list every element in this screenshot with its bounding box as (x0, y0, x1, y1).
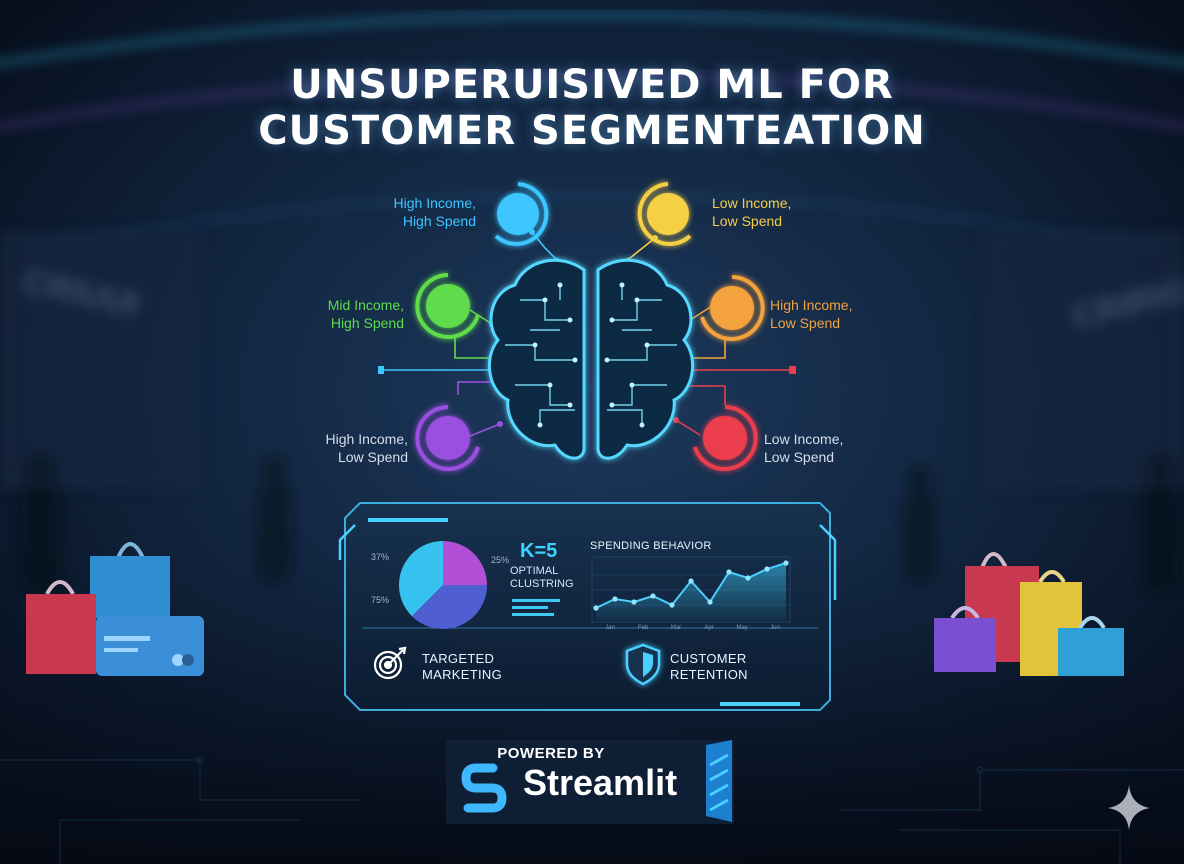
page-title-line2: CUSTOMER SEGMENTEATION (258, 108, 926, 154)
x-tick-label: Jun (770, 625, 780, 631)
targeted-line1: TARGETED (422, 651, 495, 666)
cluster-bars (512, 599, 560, 616)
shield-icon (625, 643, 661, 686)
optimal-label: OPTIMAL CLUSTRING (510, 565, 574, 591)
data-point-10 (783, 560, 789, 566)
spending-area (596, 563, 786, 620)
data-point-3 (650, 593, 656, 599)
target-icon (373, 646, 407, 680)
pie-chart (398, 541, 487, 629)
segment-label-2-line1: Mid Income, (327, 297, 404, 313)
spending-chart: Jan Feb Mar Apr May Jun (591, 556, 791, 631)
targeted-line2: MARKETING (422, 667, 502, 682)
segment-label-4: High Income, Low Spend (300, 430, 408, 466)
optimal-line1: OPTIMAL (510, 565, 559, 577)
segment-label-3-line1: High Income, (770, 297, 853, 313)
data-point-9 (764, 566, 770, 572)
x-tick-label: Apr (704, 625, 713, 631)
segment-label-0: High Income, High Spend (370, 194, 476, 230)
segment-bubble-low-income-low-spend-bottom (693, 405, 758, 471)
segment-bubble-high-income-low-spend-right (700, 275, 765, 341)
targeted-marketing-label: TARGETED MARKETING (422, 651, 502, 683)
pie-label-top-right: 25% (491, 555, 510, 565)
brain-icon (487, 258, 695, 460)
streamlit-brand: Streamlit (523, 762, 678, 803)
data-point-7 (726, 569, 732, 575)
segment-bubble-high-income-low-spend-left (415, 405, 480, 471)
data-point-4 (669, 602, 675, 608)
segment-label-4-line2: Low Spend (337, 449, 408, 465)
pie-slice-0 (443, 541, 487, 585)
streamlit-logo-icon (461, 763, 507, 813)
shopping-bag-icon (26, 542, 170, 674)
sparkle-icon (1108, 785, 1150, 830)
data-point-6 (707, 599, 713, 605)
data-point-2 (631, 599, 637, 605)
pie-label-top-left: 37% (371, 552, 390, 562)
segment-label-4-line1: High Income, (325, 431, 408, 447)
segment-bubble-high-income-high-spend (494, 182, 549, 246)
segment-label-3: High Income, Low Spend (770, 296, 890, 332)
credit-card-icon (96, 616, 204, 676)
segment-label-1-line1: Low Income, (712, 195, 792, 211)
streamlit-badge (446, 740, 734, 824)
k-value: K=5 (520, 540, 558, 562)
retention-line1: CUSTOMER (670, 651, 747, 666)
pie-label-left: 75% (371, 595, 390, 605)
data-point-0 (593, 605, 599, 611)
segment-label-0-line1: High Income, (393, 195, 476, 211)
retention-line2: RETENTION (670, 667, 748, 682)
data-point-1 (612, 596, 618, 602)
segment-label-3-line2: Low Spend (770, 315, 841, 331)
x-tick-label: Mar (671, 625, 681, 631)
pie-slice-1 (411, 585, 487, 629)
page-title-line1: UNSUPERUISIVED ML FOR (290, 62, 894, 108)
optimal-line2: CLUSTRING (510, 578, 574, 590)
segment-label-2: Mid Income, High Spend (296, 296, 404, 332)
pie-slice-2 (398, 541, 443, 617)
segment-label-1: Low Income, Low Spend (712, 194, 832, 230)
x-tick-label: Feb (638, 625, 649, 631)
shopping-bags-right (934, 552, 1124, 676)
x-tick-label: Jan (605, 625, 615, 631)
powered-by-label: POWERED BY (497, 745, 605, 762)
segment-label-5-line2: Low Spend (764, 449, 835, 465)
segment-bubble-low-income-low-spend-top (637, 182, 692, 246)
segment-label-2-line2: High Spend (330, 315, 404, 331)
segment-bubble-mid-income-high-spend (415, 273, 480, 339)
spending-chart-title: SPENDING BEHAVIOR (590, 540, 712, 552)
data-point-5 (688, 578, 694, 584)
data-point-8 (745, 575, 751, 581)
segment-label-5: Low Income, Low Spend (764, 430, 884, 466)
segment-label-0-line2: High Spend (402, 213, 476, 229)
segment-label-5-line1: Low Income, (764, 431, 844, 447)
x-tick-label: May (736, 625, 747, 631)
segment-label-1-line2: Low Spend (712, 213, 783, 229)
customer-retention-label: CUSTOMER RETENTION (670, 651, 748, 683)
